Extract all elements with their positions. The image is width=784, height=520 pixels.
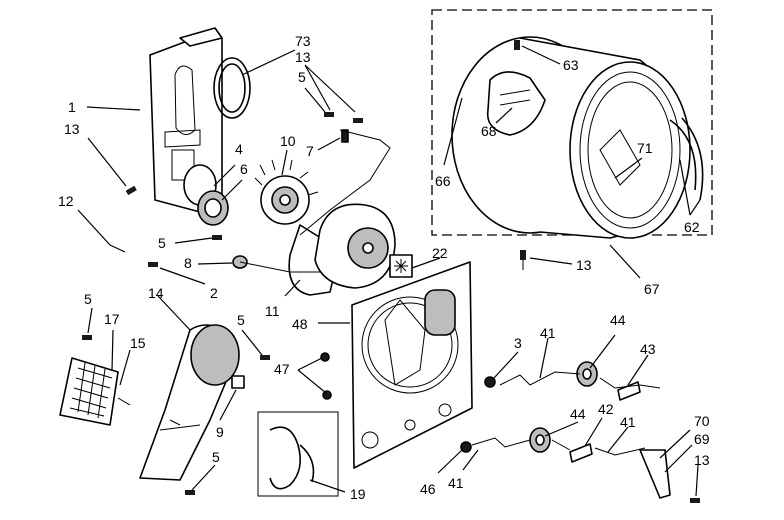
callout-67: 67: [644, 281, 660, 297]
callout-41: 41: [540, 325, 556, 341]
callout-70: 70: [694, 413, 710, 429]
callout-46: 46: [420, 481, 436, 497]
callout-5: 5: [84, 291, 92, 307]
drum-roller-icon: [320, 352, 641, 463]
thermal-fuse-icon: [389, 254, 413, 278]
callout-19: 19: [350, 486, 366, 502]
callout-47: 47: [274, 361, 290, 377]
wire-harness: [299, 129, 391, 236]
callout-4: 4: [235, 141, 243, 157]
lint-screen-icon: [59, 357, 119, 426]
roller-shaft: [499, 371, 661, 389]
callout-2: 2: [210, 285, 218, 301]
exhaust-duct-icon: [139, 324, 240, 481]
callout-labels: 1 13 73 13 5 4 6 10 7 12 5 8 2 11 22 63 …: [58, 33, 710, 502]
rear-bulkhead-icon: [351, 261, 473, 469]
callout-63: 63: [563, 57, 579, 73]
callout-9: 9: [216, 424, 224, 440]
callout-7: 7: [306, 143, 314, 159]
dryer-drum-icon: [451, 36, 704, 239]
callout-5: 5: [237, 312, 245, 328]
callout-17: 17: [104, 311, 120, 327]
felt-seal-icon: [213, 57, 251, 119]
callout-5: 5: [158, 235, 166, 251]
wire-harness: [239, 261, 320, 273]
blower-housing-icon: [314, 203, 396, 289]
drum-screw-icon: [514, 40, 526, 270]
callout-42: 42: [598, 401, 614, 417]
callout-6: 6: [240, 161, 248, 177]
callout-44: 44: [570, 406, 586, 422]
callout-68: 68: [481, 123, 497, 139]
callout-41: 41: [620, 414, 636, 430]
bracket: [639, 449, 671, 499]
callout-62: 62: [684, 219, 700, 235]
callout-14: 14: [148, 285, 164, 301]
drive-belt-icon: [257, 411, 339, 497]
callout-11: 11: [265, 303, 280, 319]
callout-43: 43: [640, 341, 656, 357]
callout-5: 5: [212, 449, 220, 465]
callout-8: 8: [184, 255, 192, 271]
callout-13: 13: [64, 121, 80, 137]
callout-48: 48: [292, 316, 308, 332]
callout-12: 12: [58, 193, 74, 209]
callout-73: 73: [295, 33, 311, 49]
callout-13: 13: [694, 452, 710, 468]
callout-1: 1: [68, 99, 76, 115]
callout-15: 15: [130, 335, 146, 351]
callout-10: 10: [280, 133, 296, 149]
callout-41: 41: [448, 475, 464, 491]
callout-13: 13: [295, 49, 311, 65]
callout-71: 71: [637, 140, 653, 156]
callout-3: 3: [514, 335, 522, 351]
callout-13: 13: [576, 257, 592, 273]
leader-lines: [77, 45, 701, 497]
callout-5: 5: [298, 69, 306, 85]
callout-22: 22: [432, 245, 448, 261]
roller-shaft: [471, 437, 646, 456]
callout-69: 69: [694, 431, 710, 447]
callout-66: 66: [435, 173, 451, 189]
callout-44: 44: [610, 312, 626, 328]
lamp-socket-icon: [183, 164, 229, 226]
